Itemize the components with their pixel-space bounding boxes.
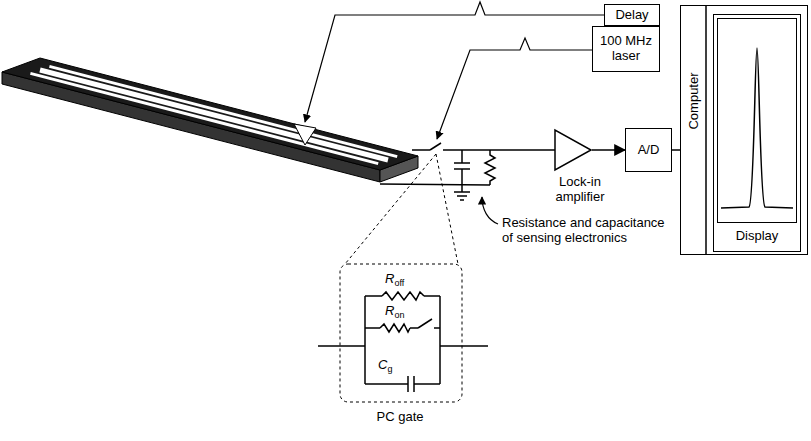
capacitor-symbol — [454, 150, 470, 185]
capacitor-symbol — [454, 162, 470, 164]
circuit-wire — [412, 149, 430, 151]
node-label: Lock-in amplifier — [540, 175, 620, 205]
resistor-symbol — [485, 150, 495, 185]
stripline-conductor — [30, 66, 397, 163]
gate-circuit — [414, 383, 440, 385]
node-label: A/D — [638, 143, 660, 158]
ground-symbol — [454, 191, 470, 193]
gate-circuit — [380, 324, 410, 332]
annotation-label: Resistance and capacitance of sensing el… — [502, 216, 677, 246]
gate-circuit — [418, 319, 432, 328]
display-screen — [717, 18, 797, 223]
computer-box: ComputerDisplay — [680, 5, 808, 255]
stripline-conductor — [40, 70, 388, 160]
node-label: Computer — [687, 72, 702, 129]
inset-lead — [340, 154, 462, 402]
leader-arrow — [482, 197, 498, 224]
node-label: Delay — [615, 8, 648, 23]
gate-circuit — [440, 345, 488, 347]
gate-circuit — [382, 292, 424, 300]
circuit-wire — [380, 184, 490, 185]
gate-circuit — [365, 383, 408, 385]
stripline-chip — [2, 72, 380, 182]
gate-circuit — [439, 296, 441, 384]
display-screen — [718, 19, 797, 223]
node-label: 100 MHz laser — [597, 34, 655, 64]
delay-box: Delay — [604, 4, 660, 26]
amplifier-triangle: Lock-in amplifier — [540, 123, 620, 207]
converter-box: A/D — [625, 128, 672, 172]
amplifier-symbol — [555, 130, 591, 170]
excitation-marker — [294, 124, 316, 145]
pulse-trace — [721, 48, 793, 208]
gate-circuit — [318, 345, 365, 347]
gate-circuit — [407, 376, 409, 392]
gate-circuit — [365, 295, 382, 297]
ground-symbol — [461, 185, 463, 192]
circuit-wire — [380, 143, 555, 185]
computer-divider — [705, 5, 707, 255]
pc-gate-inset: RoffRonCg PC gate — [330, 268, 470, 428]
component-label: Cg — [378, 358, 392, 373]
signal-connector — [592, 149, 625, 151]
laser-beam — [305, 2, 604, 139]
gate-circuit — [365, 327, 380, 329]
display-box: Display — [713, 14, 801, 252]
ground-symbol — [460, 199, 464, 201]
stripline-chip — [2, 58, 418, 170]
stripline-conductor — [30, 73, 378, 163]
gate-circuit — [318, 292, 488, 392]
laser-beam — [305, 2, 604, 122]
inset-lead — [436, 154, 458, 264]
capacitor-symbol — [461, 169, 463, 185]
signal-connector — [672, 149, 680, 151]
gate-circuit — [434, 327, 440, 329]
circuit-wire — [443, 149, 555, 151]
capacitor-symbol — [461, 150, 463, 163]
ground-symbol — [454, 185, 470, 200]
laser-beam — [437, 38, 592, 139]
stripline-conductor — [49, 66, 397, 156]
stripline-chip — [2, 58, 418, 182]
laser-box: 100 MHz laser — [592, 26, 660, 72]
gate-circuit — [364, 296, 366, 384]
component-label: Ron — [385, 304, 404, 319]
gate-circuit — [424, 295, 440, 297]
inset-title: PC gate — [330, 410, 470, 425]
gate-circuit — [410, 327, 418, 329]
amplifier-symbol — [554, 129, 592, 171]
ground-symbol — [457, 195, 467, 197]
circuit-wire — [430, 143, 441, 150]
component-label: Roff — [385, 272, 404, 287]
inset-lead — [345, 154, 436, 264]
node-label: Display — [714, 229, 800, 244]
inset-lead — [340, 264, 462, 402]
